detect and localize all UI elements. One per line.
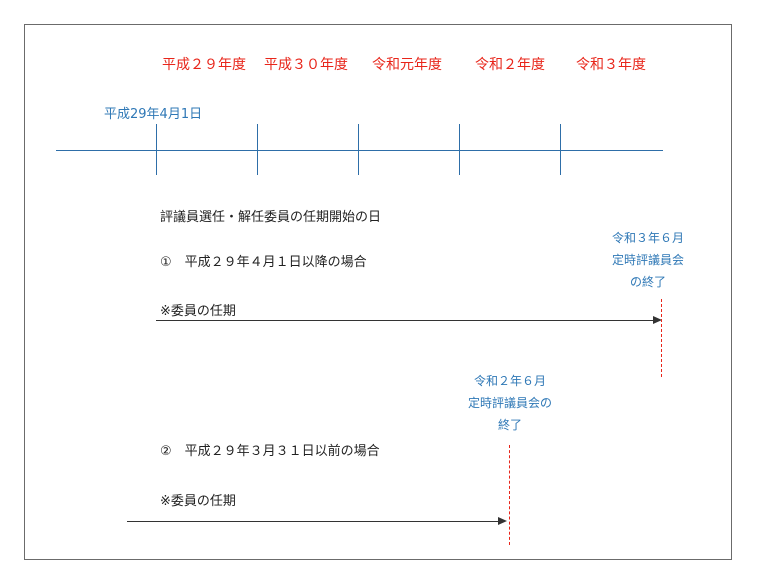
case2-end-note: 令和２年６月 定時評議員会の 終了 <box>455 370 565 436</box>
timeline-start-label: 平成29年4月1日 <box>104 107 203 122</box>
case1-term-arrow <box>156 320 654 321</box>
section-title: 評議員選任・解任委員の任期開始の日 <box>160 210 382 225</box>
case1-end-note-line1: 令和３年６月 <box>611 231 684 245</box>
fiscal-year-h29: 平成２９年度 <box>162 57 246 73</box>
case2-end-note-line2: 定時評議員会の <box>467 396 552 410</box>
case1-end-note-line3: の終了 <box>629 275 666 289</box>
case2-term-arrow <box>127 521 499 522</box>
case1-label: ① 平成２９年４月１日以降の場合 <box>160 255 367 270</box>
timeline-axis <box>56 150 663 151</box>
case2-label: ② 平成２９年３月３１日以前の場合 <box>160 444 380 459</box>
case2-end-marker <box>509 445 510 545</box>
case1-end-note-line2: 定時評議員会 <box>611 253 684 267</box>
case1-end-marker <box>661 299 662 377</box>
diagram-frame <box>24 24 732 560</box>
timeline-tick-r2 <box>459 124 460 175</box>
case1-arrow-head-icon <box>653 316 662 324</box>
timeline-tick-h29 <box>156 124 157 175</box>
fiscal-year-h30: 平成３０年度 <box>264 57 348 73</box>
fiscal-year-r1: 令和元年度 <box>372 57 442 73</box>
fiscal-year-r3: 令和３年度 <box>576 57 646 73</box>
timeline-tick-r1 <box>358 124 359 175</box>
timeline-tick-r3 <box>560 124 561 175</box>
timeline-tick-h30 <box>257 124 258 175</box>
case1-end-note: 令和３年６月 定時評議員会 の終了 <box>598 227 698 293</box>
case2-end-note-line3: 終了 <box>497 418 522 432</box>
fiscal-year-r2: 令和２年度 <box>475 57 545 73</box>
case2-end-note-line1: 令和２年６月 <box>473 374 546 388</box>
case2-arrow-head-icon <box>498 517 507 525</box>
case1-term-label: ※委員の任期 <box>160 304 236 319</box>
case2-term-label: ※委員の任期 <box>160 494 236 509</box>
